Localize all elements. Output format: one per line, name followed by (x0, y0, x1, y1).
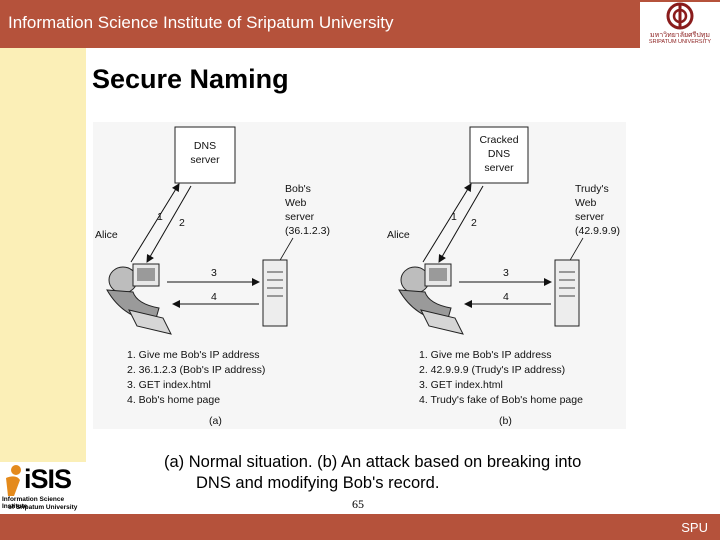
alice-computer-icon-a (106, 263, 172, 335)
secure-naming-figure: DNS server 1 2 Alice Bob's Web server (3… (93, 122, 626, 429)
arrow-4-label-b: 4 (503, 291, 509, 303)
alice-computer-icon-b (398, 263, 464, 335)
arrow-2-a (146, 185, 192, 263)
dns-server-label-b2: DNS (488, 148, 510, 160)
dns-server-box-a (174, 126, 236, 184)
caption-line-2: DNS and modifying Bob's record. (196, 474, 440, 492)
web-server-label-a2: Web (285, 197, 307, 209)
dns-server-label-a1: DNS (194, 140, 216, 152)
step-a-3: 3. GET index.html (127, 379, 211, 391)
isis-subtitle-1: Information Science Institute (2, 496, 65, 510)
logo-english-text: SRIPATUM UNIVERSITY (648, 39, 712, 45)
sidebar-strip (0, 48, 86, 540)
arrow-1-label-b: 1 (451, 211, 457, 223)
logo-thai-text: มหาวิทยาลัยศรีปทุม (649, 31, 710, 39)
figure-caption: (a) Normal situation. (b) An attack base… (164, 452, 664, 494)
arrow-1-label-a: 1 (157, 211, 163, 223)
web-server-label-b3: server (575, 211, 605, 223)
web-server-label-a3: server (285, 211, 315, 223)
web-server-label-a4: (36.1.2.3) (285, 225, 330, 237)
web-server-label-b4: (42.9.9.9) (575, 225, 620, 237)
web-server-icon-a (262, 259, 288, 327)
step-b-1: 1. Give me Bob's IP address (419, 349, 552, 361)
web-server-label-b2: Web (575, 197, 597, 209)
isis-figure-icon (6, 465, 21, 496)
web-server-icon-b (554, 259, 580, 327)
header-title: Information Science Institute of Sripatu… (8, 13, 394, 32)
arrow-1-b (422, 183, 472, 263)
isis-subtitle-2: of Sripatum University (8, 504, 78, 511)
web-server-label-b1: Trudy's (575, 183, 609, 195)
isis-logo: iSIS Information Science Institute of Sr… (0, 462, 88, 514)
arrow-3-label-a: 3 (211, 267, 217, 279)
step-a-1: 1. Give me Bob's IP address (127, 349, 260, 361)
panel-b: Cracked DNS server 1 2 Alice Trudy's Web… (387, 126, 620, 427)
arrow-4-label-a: 4 (211, 291, 217, 303)
university-logo: มหาวิทยาลัยศรีปทุม SRIPATUM UNIVERSITY (640, 2, 720, 48)
step-a-2: 2. 36.1.2.3 (Bob's IP address) (127, 364, 265, 376)
slide-title: Secure Naming (92, 64, 289, 94)
web-server-pointer-a (278, 237, 294, 263)
isis-wordmark: iSIS (24, 464, 72, 494)
panel-a: DNS server 1 2 Alice Bob's Web server (3… (95, 126, 330, 427)
arrow-1-a (130, 183, 180, 263)
alice-label-a: Alice (95, 229, 118, 241)
footer-label: SPU (681, 520, 708, 535)
dns-server-box-b (469, 126, 529, 184)
step-b-3: 3. GET index.html (419, 379, 503, 391)
header-bar: Information Science Institute of Sripatu… (0, 0, 720, 48)
arrow-2-label-a: 2 (179, 217, 185, 229)
alice-label-b: Alice (387, 229, 410, 241)
arrow-2-b (438, 185, 484, 263)
step-a-4: 4. Bob's home page (127, 394, 220, 406)
web-server-label-a1: Bob's (285, 183, 311, 195)
dns-server-label-b3: server (484, 162, 514, 174)
dns-server-label-b1: Cracked (479, 134, 518, 146)
page-number: 65 (352, 497, 364, 511)
footer-bar: SPU (0, 514, 720, 540)
arrow-3-label-b: 3 (503, 267, 509, 279)
university-emblem-icon (666, 2, 694, 30)
arrow-2-label-b: 2 (471, 217, 477, 229)
caption-line-1: (a) Normal situation. (b) An attack base… (164, 453, 582, 471)
panel-label-b: (b) (499, 415, 512, 427)
panel-label-a: (a) (209, 415, 222, 427)
dns-server-label-a2: server (190, 154, 220, 166)
step-b-2: 2. 42.9.9.9 (Trudy's IP address) (419, 364, 565, 376)
web-server-pointer-b (568, 237, 584, 263)
step-b-4: 4. Trudy's fake of Bob's home page (419, 394, 583, 406)
